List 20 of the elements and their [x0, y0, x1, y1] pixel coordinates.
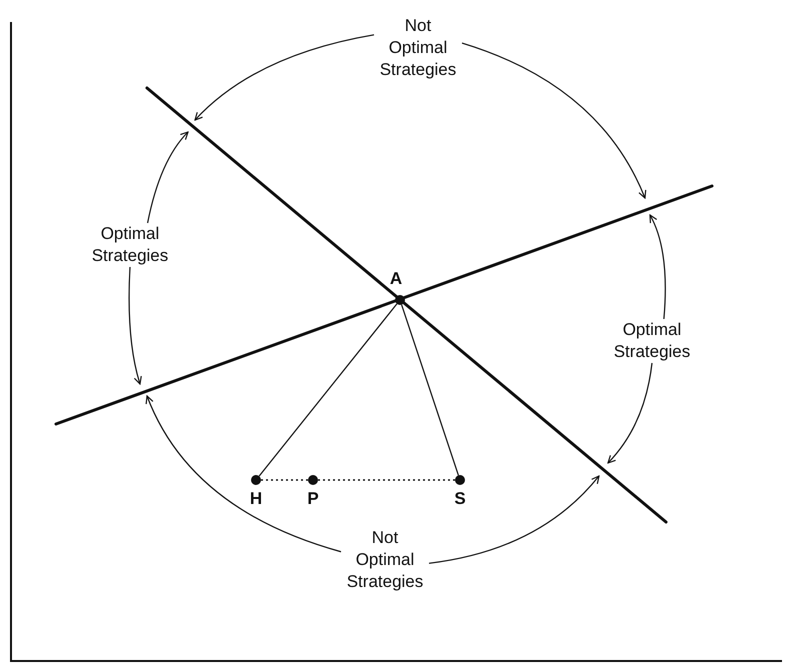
- curved-arrow: [146, 395, 342, 552]
- curved-arrow: [607, 362, 653, 464]
- region-label: Optimal Strategies: [86, 223, 174, 267]
- point-label: H: [250, 490, 262, 508]
- point-label: A: [390, 270, 402, 288]
- point-label: S: [454, 490, 466, 508]
- curved-arrow: [147, 131, 189, 224]
- connector-line: [401, 304, 459, 476]
- connector-line: [318, 479, 455, 481]
- region-label: Not Optimal Strategies: [374, 15, 462, 81]
- curved-arrow: [194, 34, 374, 121]
- connector-line: [261, 479, 308, 481]
- point-label: P: [307, 490, 319, 508]
- curved-arrow: [649, 214, 666, 320]
- region-label: Optimal Strategies: [608, 319, 696, 363]
- connector-line: [258, 304, 398, 476]
- curved-arrow: [428, 475, 600, 564]
- curved-arrow: [462, 42, 646, 199]
- curved-arrow: [128, 266, 142, 385]
- region-label: Not Optimal Strategies: [341, 527, 429, 593]
